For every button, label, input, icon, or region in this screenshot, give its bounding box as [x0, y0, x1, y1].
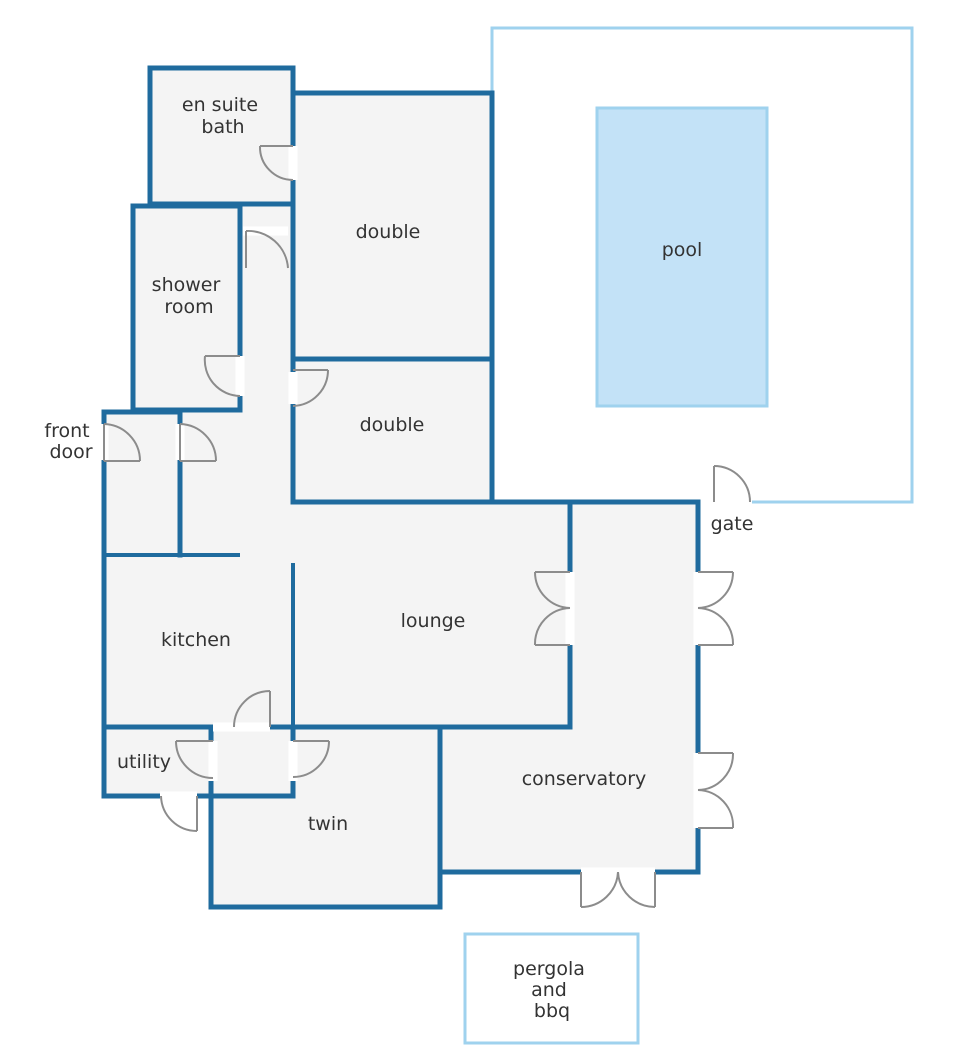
- lounge-label: lounge: [401, 610, 466, 632]
- front-door: [103, 423, 141, 462]
- conservatory-side-doors-upper: [697, 571, 735, 646]
- en-suite-bath-label: en suite bath: [182, 94, 264, 138]
- kitchen-label: kitchen: [161, 629, 231, 651]
- lounge-conservatory-doors: [533, 571, 571, 646]
- double-bedroom-label: double: [356, 221, 421, 243]
- labels: en suite bath double shower room double …: [44, 94, 753, 1022]
- conservatory-side-doors-lower: [697, 752, 735, 829]
- inner-entry-door: [179, 423, 217, 462]
- twin-label: twin: [308, 813, 348, 835]
- pool: [595, 106, 769, 408]
- double-door-top: [245, 229, 289, 269]
- utility-label: utility: [117, 751, 171, 773]
- double-bedroom-2-label: double: [360, 414, 425, 436]
- conservatory-bottom-doors: [580, 871, 656, 909]
- pergola-area: [463, 932, 640, 1045]
- outdoor-areas: [463, 26, 914, 1045]
- shower-room-door: [203, 355, 241, 397]
- conservatory-label: conservatory: [522, 768, 647, 790]
- ensuite-door: [258, 145, 294, 181]
- double-door-second: [292, 369, 329, 407]
- doors: [103, 145, 751, 909]
- utility-door: [175, 740, 214, 779]
- pool-area-outline: [490, 26, 914, 504]
- gate-door: [713, 465, 751, 503]
- pergola-label: pergola and bbq: [513, 958, 591, 1022]
- utility-outer-door: [160, 795, 198, 832]
- gate-label: gate: [711, 513, 754, 535]
- kitchen-door: [233, 690, 271, 728]
- pool-label: pool: [662, 239, 703, 261]
- shower-room-label: shower room: [152, 274, 227, 318]
- front-door-label: front door: [44, 420, 95, 463]
- twin-door: [292, 740, 330, 778]
